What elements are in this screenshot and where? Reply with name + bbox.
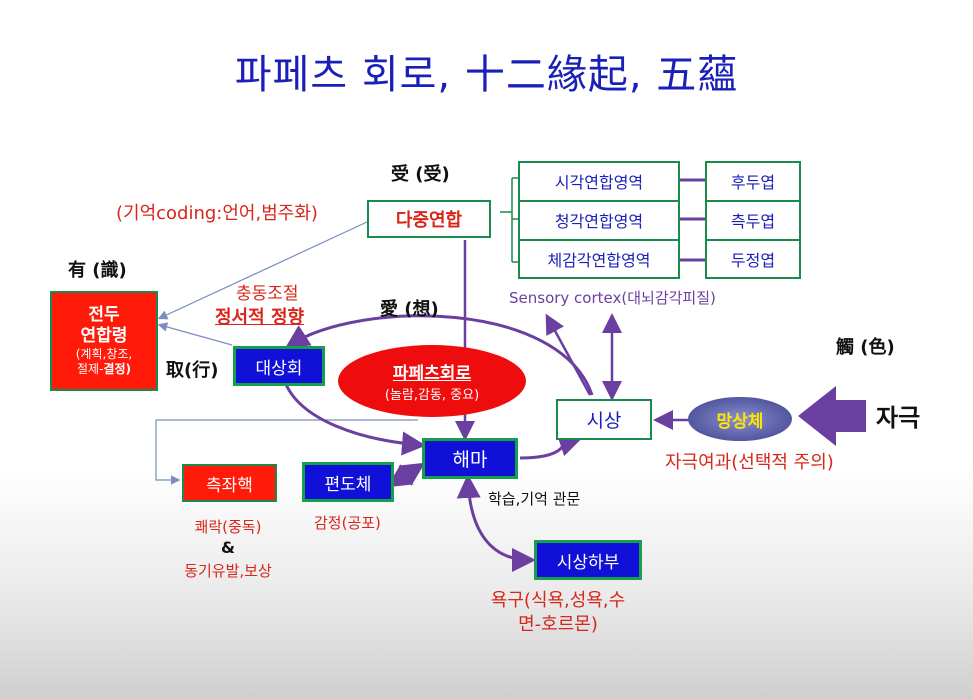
septal-note-amp: & xyxy=(221,538,235,557)
node-papez-circuit: 파페츠회로 (놀람,감동, 중요) xyxy=(338,345,526,417)
page-title: 파페츠 회로, 十二緣起, 五蘊 xyxy=(234,52,739,98)
prefrontal-title-1: 전두 xyxy=(88,304,120,325)
node-reticular: 망상체 xyxy=(688,397,792,441)
node-cingulate: 대상회 xyxy=(233,346,325,386)
prefrontal-title-2: 연합령 xyxy=(80,326,128,346)
cortex-lobe-row: 후두엽 xyxy=(707,163,799,202)
node-hippocampus: 해마 xyxy=(422,438,518,479)
node-multimodal: 다중연합 xyxy=(367,200,491,238)
memory-note: (기억coding:언어,범주화) xyxy=(116,203,318,224)
cortex-area-row: 체감각연합영역 xyxy=(547,250,651,270)
papez-loop-bottom xyxy=(283,381,426,456)
impulse-top: 충동조절 xyxy=(236,284,299,304)
label-love: 愛 (想) xyxy=(380,299,439,320)
node-septal: 측좌핵 xyxy=(182,464,277,502)
cortex-area-column: 시각연합영역 청각연합영역 체감각연합영역 xyxy=(518,161,680,279)
cortex-area-row: 시각연합영역 xyxy=(520,163,678,202)
learning-label: 학습,기억 관문 xyxy=(488,490,581,508)
node-prefrontal: 전두 연합령 (계획,창조, 절제-결정) xyxy=(50,291,158,391)
stimulus-label: 자극 xyxy=(876,404,921,432)
label-existence: 有 (識) xyxy=(68,260,127,281)
septal-note-2: 동기유발,보상 xyxy=(184,562,272,580)
prefrontal-sub-2b: 결정) xyxy=(103,362,131,377)
node-amygdala: 편도체 xyxy=(302,462,394,502)
prefrontal-sub-1: (계획,창조, xyxy=(75,347,133,362)
stimulus-filter: 자극여과(선택적 주의) xyxy=(665,452,834,473)
cortex-area-row: 청각연합영역 xyxy=(520,202,678,241)
papez-title: 파페츠회로 xyxy=(392,364,472,384)
node-thalamus: 시상 xyxy=(556,399,652,440)
cortex-lobe-column: 후두엽 측두엽 두정엽 xyxy=(705,161,801,279)
feedback-line xyxy=(155,419,418,485)
label-grasp: 取(行) xyxy=(166,360,219,381)
hypo-note-2: 면-호르몬) xyxy=(518,614,598,635)
cortex-bracket xyxy=(500,177,520,263)
impulse-bottom: 정서적 정향 xyxy=(215,307,305,328)
label-receive: 受 (受) xyxy=(391,164,450,185)
cingulate-to-prefrontal-line xyxy=(157,322,233,346)
label-contact: 觸 (色) xyxy=(836,337,895,358)
papez-sub: (놀람,감동, 중요) xyxy=(384,388,480,403)
septal-note-1: 쾌락(중독) xyxy=(194,518,262,536)
cortex-lobe-row: 측두엽 xyxy=(707,202,799,241)
amygdala-note: 감정(공포) xyxy=(314,514,381,532)
cortex-lobe-row: 두정엽 xyxy=(730,250,776,270)
sensory-cortex-label: Sensory cortex(대뇌감각피질) xyxy=(509,289,716,307)
multimodal-to-prefrontal-line xyxy=(157,221,368,320)
node-hypothalamus: 시상하부 xyxy=(534,540,642,580)
hypo-note-1: 욕구(식욕,성욕,수 xyxy=(490,590,626,611)
prefrontal-sub-2a: 절제- xyxy=(77,362,104,377)
stimulus-arrow xyxy=(798,386,866,446)
